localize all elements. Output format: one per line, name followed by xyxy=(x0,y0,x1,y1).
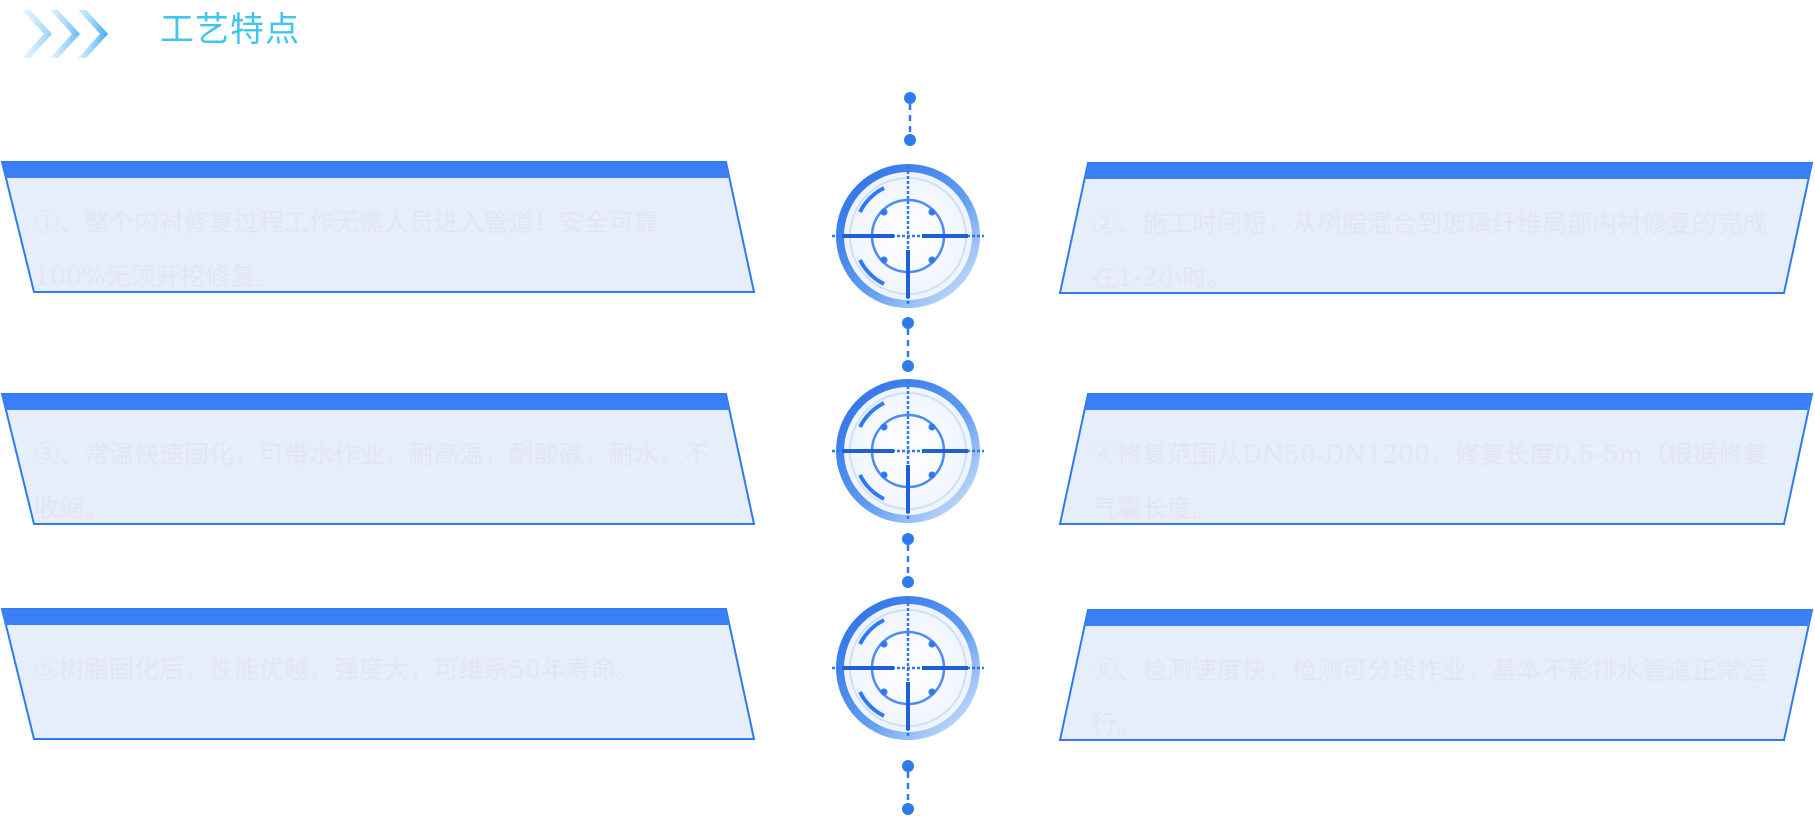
feature-card-4: ④修复范围从DN50-DN1200，修复长度0.5-5m（根据修复气囊长度。 xyxy=(1056,392,1815,526)
feature-card-3: ③、常温快速固化，可带水作业，耐高温，耐酸碱，耐水，不收缩。 xyxy=(0,392,760,526)
card-background xyxy=(0,393,756,525)
page-title: 工艺特点 xyxy=(160,10,300,50)
chevron-arrows-icon xyxy=(22,10,108,58)
crosshair-target-icon xyxy=(832,596,984,740)
feature-text-4: ④修复范围从DN50-DN1200，修复长度0.5-5m（根据修复气囊长度。 xyxy=(1092,440,1768,523)
timeline-graphic xyxy=(832,92,984,815)
card-background xyxy=(1058,609,1814,741)
feature-text-1: ①、整个内衬修复过程工作无需人员进入管道！安全可靠100%无须开挖修复。 xyxy=(34,208,660,291)
feature-text-5: ⑤树脂固化后，性能优越，强度大，可维系50年寿命。 xyxy=(34,655,641,684)
feature-text-6: ⑥、检测速度快，检测可分段作业，基本不影排水管道正常运行。 xyxy=(1092,656,1768,739)
feature-card-6: ⑥、检测速度快，检测可分段作业，基本不影排水管道正常运行。 xyxy=(1056,608,1815,742)
timeline xyxy=(820,80,1000,816)
crosshair-target-icon xyxy=(832,164,984,308)
feature-card-1: ①、整个内衬修复过程工作无需人员进入管道！安全可靠100%无须开挖修复。 xyxy=(0,160,760,294)
card-background xyxy=(1058,393,1814,525)
feature-text-3: ③、常温快速固化，可带水作业，耐高温，耐酸碱，耐水，不收缩。 xyxy=(34,440,710,523)
card-background xyxy=(0,161,756,293)
card-background xyxy=(1058,162,1814,294)
feature-card-5: ⑤树脂固化后，性能优越，强度大，可维系50年寿命。 xyxy=(0,607,760,741)
timeline-connector xyxy=(902,92,916,815)
feature-card-2: ②、施工时间短，从树脂混合到玻璃纤维局部内衬修复的完成在1-2小时。 xyxy=(1056,161,1815,295)
feature-text-2: ②、施工时间短，从树脂混合到玻璃纤维局部内衬修复的完成在1-2小时。 xyxy=(1092,209,1768,292)
crosshair-target-icon xyxy=(832,379,984,523)
card-background xyxy=(0,608,756,740)
